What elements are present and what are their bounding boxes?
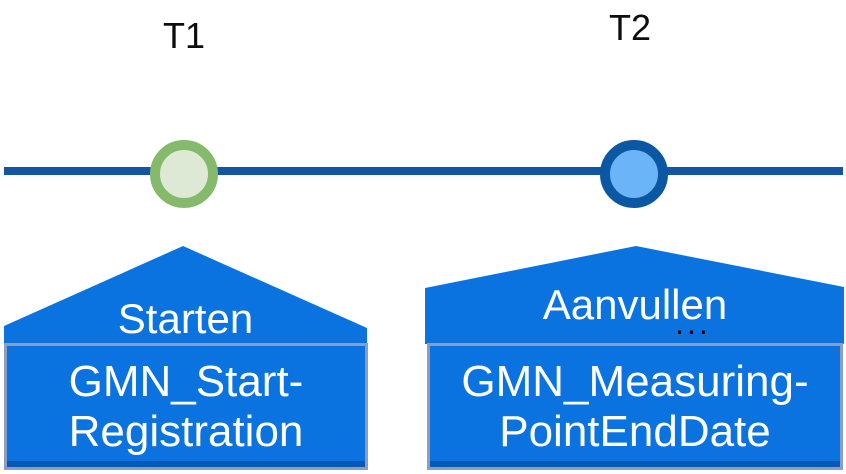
t2-marker-circle-icon [600,140,668,208]
t1-time-label: T1 [162,15,205,56]
starten-info-box-line2: Registration [68,406,304,456]
aanvullen-info-box-line1: GMN_Measuring- [461,356,809,406]
starten-info-box-line1: GMN_Start- [68,356,304,406]
starten-info-box: GMN_Start- Registration [4,343,368,470]
starten-callout-shape: Starten [4,246,367,344]
timeline-line [4,167,843,175]
aanvullen-callout-label: Aanvullen [542,281,728,328]
t2-time-label: T2 [608,7,651,48]
aanvullen-callout-shape: Aanvullen [425,246,844,344]
aanvullen-info-box-line2: PointEndDate [499,406,771,456]
starten-callout-label: Starten [117,295,254,342]
t1-marker-circle-icon [150,140,218,208]
aanvullen-info-box: GMN_Measuring- PointEndDate [427,343,843,470]
aanvullen-ellipsis: ... [675,305,711,341]
